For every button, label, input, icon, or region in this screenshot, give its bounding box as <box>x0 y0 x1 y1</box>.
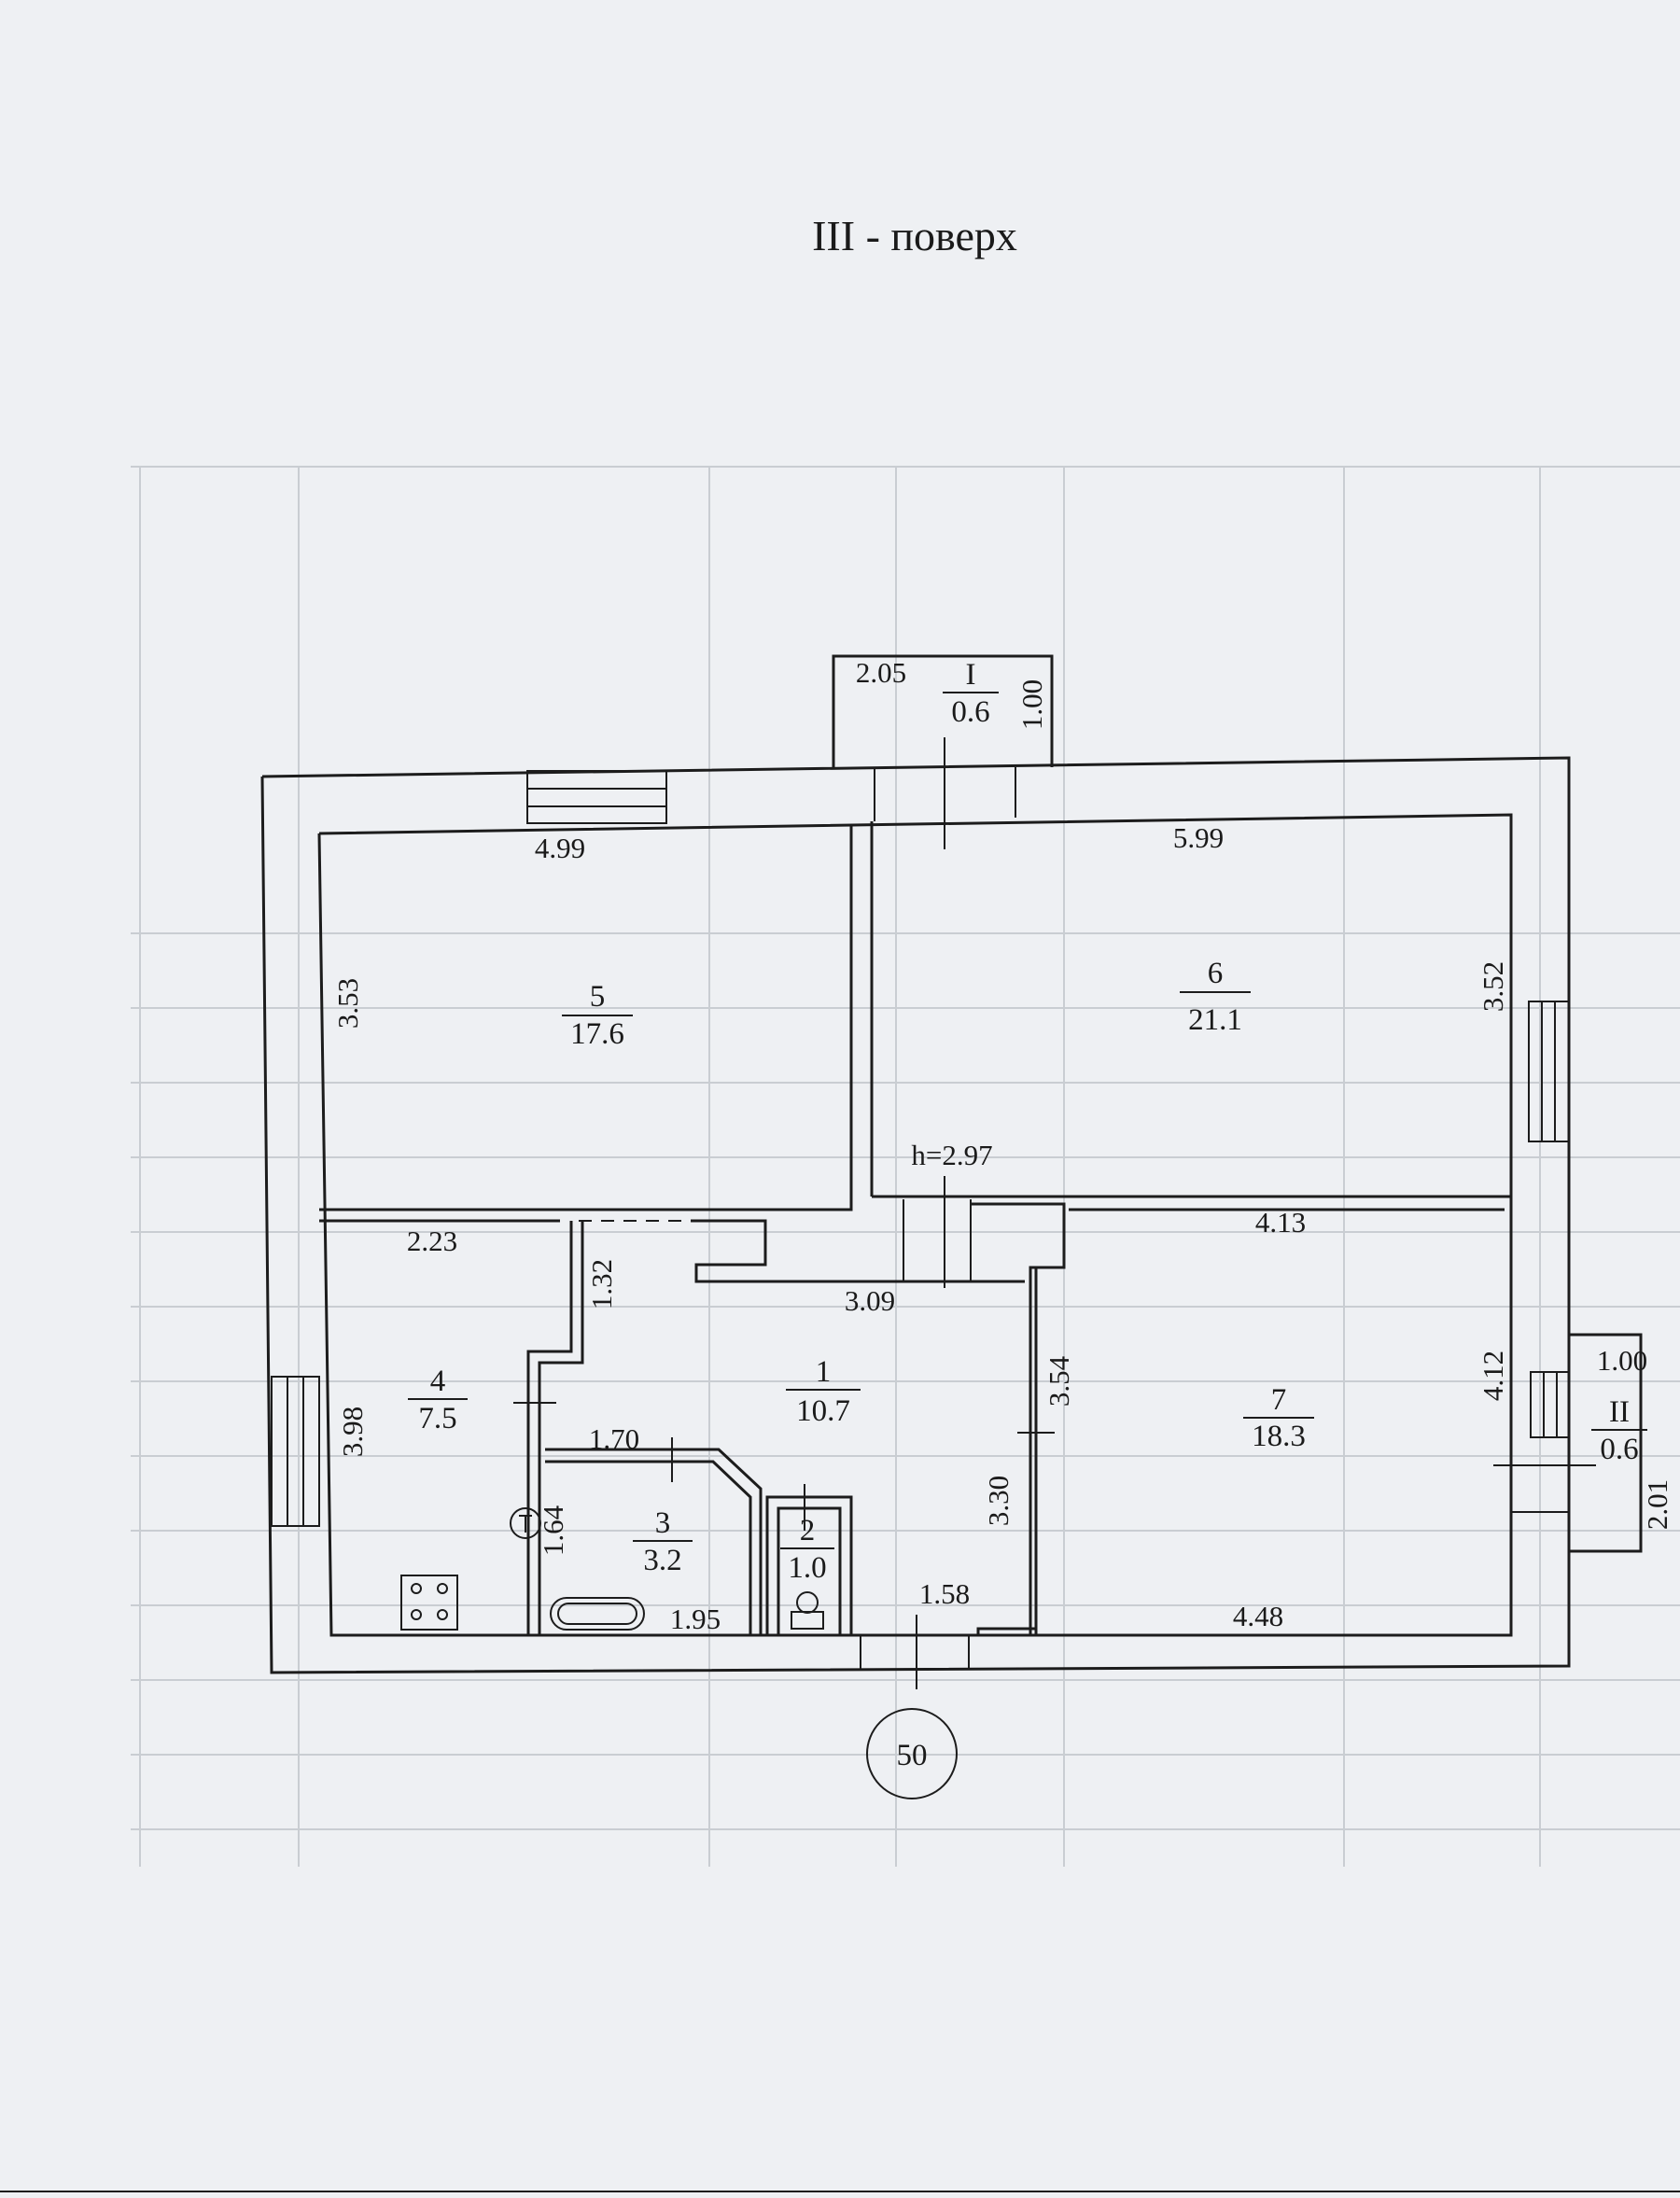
dim-bath-width: 1.70 <box>589 1422 639 1455</box>
svg-text:0.6: 0.6 <box>951 695 989 729</box>
dim-balcony2-width: 1.00 <box>1597 1344 1647 1377</box>
dim-bath-bottom: 1.95 <box>670 1603 721 1635</box>
svg-text:21.1: 21.1 <box>1188 1003 1242 1037</box>
dim-balcony1-width: 2.05 <box>856 656 906 689</box>
floor-title: III - поверх <box>812 212 1017 259</box>
dim-balcony1-depth: 1.00 <box>1015 679 1048 730</box>
dim-room7-width-bottom: 4.48 <box>1233 1600 1283 1632</box>
plan-number-badge: 50 <box>866 1708 958 1799</box>
top-opening <box>874 767 1016 821</box>
room-4-label: 4 7.5 <box>408 1365 468 1435</box>
dim-wc-width: 1.58 <box>919 1577 970 1610</box>
bathtub-icon <box>550 1597 645 1631</box>
svg-text:II: II <box>1609 1395 1630 1429</box>
window-room-4 <box>271 1376 320 1527</box>
dim-room6-depth: 3.52 <box>1477 961 1509 1012</box>
dim-corridor-c: 3.54 <box>1043 1355 1075 1407</box>
svg-text:0.6: 0.6 <box>1600 1433 1638 1466</box>
svg-text:2: 2 <box>800 1514 816 1547</box>
bottom-opening <box>860 1615 970 1689</box>
svg-text:6: 6 <box>1208 957 1224 990</box>
dim-corridor-a: 1.32 <box>585 1259 618 1309</box>
balcony-1 <box>832 654 1054 849</box>
balcony-2-label: II 0.6 <box>1591 1395 1647 1466</box>
dim-room4-width: 2.23 <box>407 1225 457 1257</box>
dim-balcony2-depth: 2.01 <box>1641 1479 1673 1530</box>
svg-text:4: 4 <box>430 1365 446 1398</box>
dim-corridor-b: 3.09 <box>845 1284 895 1317</box>
room-3-label: 3 3.2 <box>633 1506 693 1577</box>
height-note: h=2.97 <box>911 1139 992 1171</box>
stove-icon <box>400 1575 458 1631</box>
dim-room6-width: 5.99 <box>1173 821 1224 854</box>
svg-text:17.6: 17.6 <box>570 1017 624 1051</box>
svg-text:50: 50 <box>897 1739 928 1772</box>
svg-text:I: I <box>966 658 976 692</box>
balcony-1-label: I 0.6 <box>943 658 999 729</box>
dimension-labels: 2.05 1.00 4.99 3.53 5.99 3.52 h=2.97 2.2… <box>331 656 1673 1635</box>
svg-text:18.3: 18.3 <box>1252 1420 1306 1453</box>
svg-text:1: 1 <box>816 1355 832 1389</box>
dim-room7-depth: 4.12 <box>1477 1351 1509 1401</box>
svg-text:5: 5 <box>590 980 606 1014</box>
svg-text:10.7: 10.7 <box>796 1394 850 1428</box>
room-2-label: 2 1.0 <box>780 1514 834 1585</box>
dim-bath-depth: 1.64 <box>537 1505 569 1556</box>
interior-walls <box>319 821 1511 1635</box>
dim-room4-depth: 3.98 <box>336 1407 369 1457</box>
room-7-label: 7 18.3 <box>1243 1383 1314 1453</box>
room-5-label: 5 17.6 <box>562 980 633 1051</box>
svg-text:3: 3 <box>655 1506 671 1540</box>
dim-room5-depth: 3.53 <box>331 978 364 1029</box>
fixtures <box>400 1507 824 1631</box>
svg-text:7: 7 <box>1271 1383 1287 1417</box>
dim-room5-width: 4.99 <box>535 832 585 864</box>
svg-text:3.2: 3.2 <box>643 1544 681 1577</box>
dim-room7-width-top: 4.13 <box>1255 1206 1306 1239</box>
heater-icon <box>510 1507 541 1539</box>
room-6-label: 6 21.1 <box>1180 957 1251 1037</box>
balcony-2 <box>1493 1333 1643 1553</box>
svg-text:7.5: 7.5 <box>418 1402 456 1435</box>
window-room-6 <box>1528 1001 1570 1142</box>
room-1-label: 1 10.7 <box>786 1355 861 1428</box>
svg-text:1.0: 1.0 <box>788 1551 826 1585</box>
outer-walls <box>260 756 1571 1674</box>
background-table-grid <box>131 466 1680 1867</box>
toilet-icon <box>791 1591 824 1630</box>
window-room-5 <box>526 770 667 824</box>
dim-corridor-d: 3.30 <box>982 1476 1015 1526</box>
